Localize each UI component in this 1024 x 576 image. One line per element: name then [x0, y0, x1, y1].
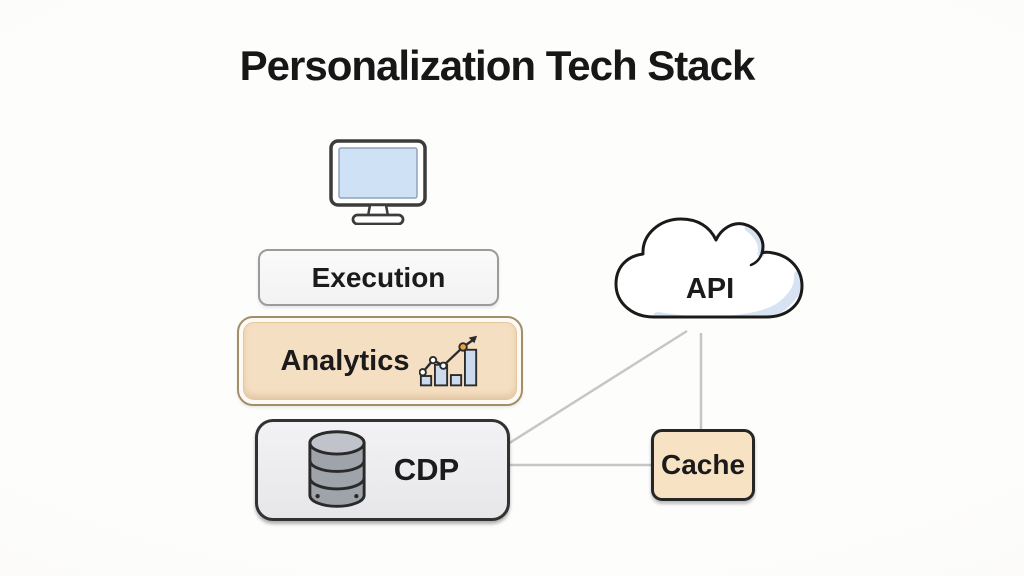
- page-title: Personalization Tech Stack: [239, 42, 756, 89]
- node-execution: Execution: [258, 249, 499, 306]
- cdp-label: CDP: [393, 452, 460, 487]
- node-analytics: Analytics: [237, 316, 523, 406]
- monitor-icon: [329, 139, 427, 226]
- cloud-icon: [614, 217, 804, 319]
- cache-label: Cache: [660, 449, 746, 480]
- api-label: API: [685, 273, 735, 305]
- node-cache: Cache: [651, 429, 755, 501]
- node-cdp: CDP: [255, 419, 510, 521]
- database-icon: [306, 428, 368, 512]
- analytics-label: Analytics: [280, 344, 410, 377]
- node-api: API: [610, 211, 810, 337]
- bar-chart-growth-icon: [419, 334, 479, 388]
- connector-cdp-api: [507, 329, 688, 446]
- execution-label: Execution: [311, 261, 446, 293]
